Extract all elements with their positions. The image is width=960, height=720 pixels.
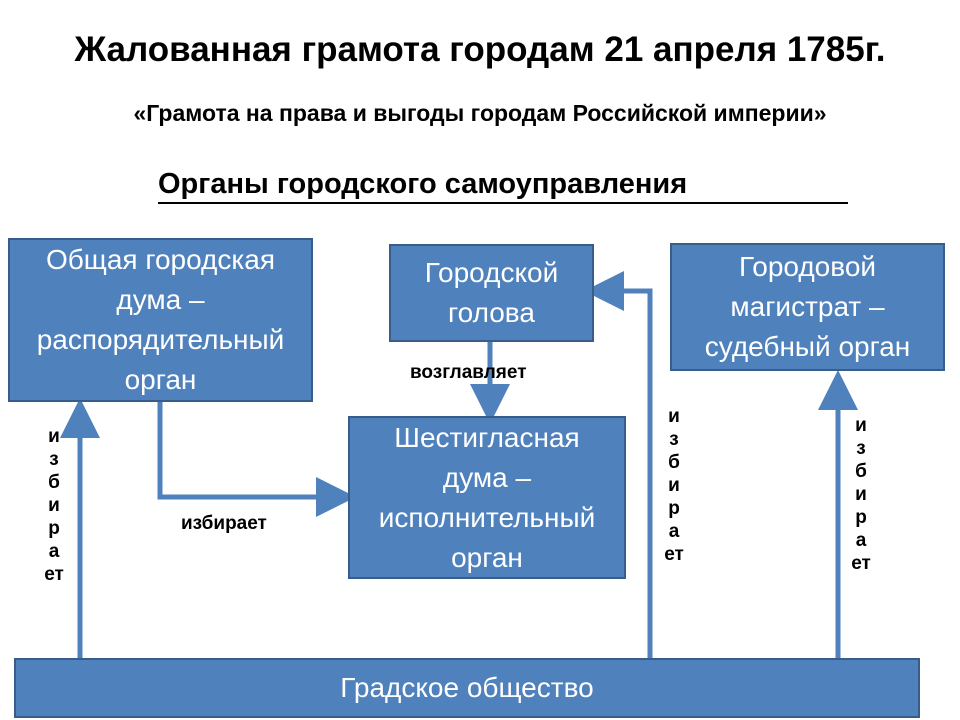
page-subtitle: «Грамота на права и выгоды городам Росси… [133,100,827,126]
city-head-box: Городской голова [389,244,594,342]
arrow-society-to-city-head [584,271,653,658]
label-elects-vertical-left: избирает [44,426,64,585]
label-elects-vertical-right: избирает [851,415,871,574]
city-head-label: Городской голова [424,257,559,328]
general-city-duma-label: Общая городская дума – распорядительный … [36,244,285,395]
city-magistrate-label: Городовой магистрат – судебный орган [704,251,911,362]
section-heading: Органы городского самоуправления [158,168,848,204]
label-elects: избирает [181,513,267,534]
six-voice-duma-label: Шестигласная дума – исполнительный орган [378,421,596,573]
arrow-general-duma-to-six-voice-duma [157,402,356,517]
city-society-box: Градское общество [14,658,920,718]
city-magistrate-box: Городовой магистрат – судебный орган [670,243,945,371]
city-society-label: Градское общество [340,672,594,703]
label-elects-vertical-middle: избирает [664,406,684,565]
general-city-duma-box: Общая городская дума – распорядительный … [8,238,313,402]
six-voice-duma-box: Шестигласная дума – исполнительный орган [348,416,626,579]
label-heads: возглавляет [410,362,527,383]
page-title: Жалованная грамота городам 21 апреля 178… [74,30,886,69]
